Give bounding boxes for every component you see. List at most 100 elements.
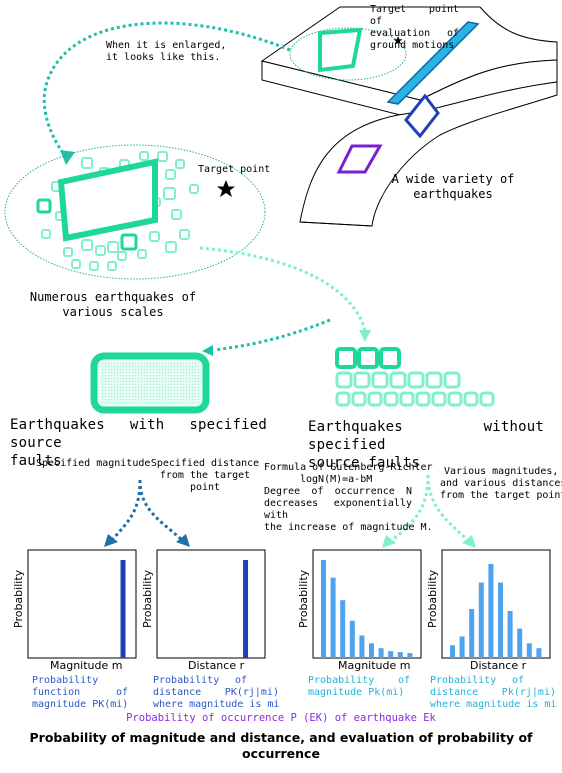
down-arrows <box>110 474 469 542</box>
caption-chart3: Probability of magnitude Pk(mi) <box>308 675 410 699</box>
chart1-xlabel: Magnitude m <box>50 659 123 672</box>
caption-line: Probability of <box>308 675 410 686</box>
caption-line: magnitude Pk(mi) <box>308 687 405 698</box>
fault-green-small <box>318 27 363 73</box>
small-earthquake-square <box>41 229 51 239</box>
small-earthquake-square <box>179 229 190 240</box>
without-faults-line: source faults <box>308 455 421 471</box>
caption-chart1: Probability function of magnitude PK(mi) <box>32 675 128 711</box>
figure-title: Probability of magnitude and distance, a… <box>29 730 533 761</box>
chart-bar <box>526 643 532 658</box>
specified-faults-line: Earthquakes with specified source <box>10 417 267 451</box>
small-earthquake-square <box>120 233 138 251</box>
gutenberg-line: logN(M)=a-bM <box>300 474 373 485</box>
chart-bar <box>378 648 384 658</box>
small-earthquake-square <box>107 261 117 271</box>
caption-line: where magnitude is mi <box>153 699 280 710</box>
numerous-label: Numerous earthquakes of various scales <box>18 290 208 320</box>
specified-magnitude-label: Specified magnitude <box>36 458 151 469</box>
gutenberg-label: Formula of Gutenberg-Richter logN(M)=a-b… <box>264 462 433 534</box>
fault-blue <box>404 93 440 139</box>
various-line: from the target point <box>440 490 562 501</box>
unspecified-earthquake-square <box>351 391 367 407</box>
chart-bar <box>536 648 542 658</box>
chart2-ylabel: Probability <box>141 569 154 628</box>
chart2-frame <box>156 549 266 659</box>
enlarged-ellipse-small <box>289 27 407 81</box>
various-line: and various distances <box>440 478 562 489</box>
small-earthquake-square <box>165 241 177 253</box>
small-earthquakes <box>36 151 199 271</box>
chart-bar <box>517 628 523 658</box>
chart-bar <box>488 563 494 658</box>
caption-line: distance PK(rj|mi) <box>153 687 279 698</box>
chart1-frame <box>27 549 137 659</box>
unspecified-earthquake-square <box>425 371 443 389</box>
arrow-to-without <box>199 246 367 331</box>
chart-bar <box>407 653 413 658</box>
unspecified-earthquake-square <box>463 391 479 407</box>
target-eval-line: evaluation of <box>370 28 459 39</box>
chart-bar <box>120 560 126 658</box>
arrow-to-chart1 <box>110 479 142 542</box>
specified-faults-line: faults <box>10 453 62 469</box>
specified-distance-line: Specified distance <box>150 458 260 469</box>
small-earthquake-square <box>107 241 119 253</box>
unspecified-earthquakes <box>335 347 495 407</box>
small-earthquake-square <box>139 151 149 161</box>
small-earthquake-square <box>95 245 106 256</box>
chart2-xlabel: Distance r <box>188 659 245 672</box>
chart-bar <box>507 610 513 658</box>
chart-bar <box>498 582 503 658</box>
chart4-frame <box>441 549 551 659</box>
small-earthquake-square <box>117 251 127 261</box>
arrow-to-chart2 <box>138 479 184 542</box>
enlarged-line: it looks like this. <box>106 52 221 63</box>
caption-line: Probability <box>32 675 99 686</box>
unspecified-earthquake-square <box>357 347 379 369</box>
arrow-icon <box>176 534 190 547</box>
enlarge-arrow-path <box>42 21 291 157</box>
chart-bar <box>243 560 249 658</box>
caption-chart4: Probability of distance Pk(rj|mi) where … <box>430 675 556 711</box>
arrow-icon <box>382 535 396 548</box>
fault-green-large <box>57 158 158 242</box>
caption-line: where magnitude is mi <box>430 699 557 710</box>
chart-bar <box>330 577 336 658</box>
unspecified-earthquake-square <box>371 371 389 389</box>
specified-distance-line: from the target <box>159 470 251 481</box>
gutenberg-line: Degree of occurrence N <box>264 486 412 497</box>
chart-bar <box>478 582 484 658</box>
wide-variety-line: A wide variety of <box>391 172 515 186</box>
caption-line: magnitude PK(mi) <box>32 699 129 710</box>
target-eval-line: Target point of <box>370 4 459 27</box>
specified-fault-box-texture <box>100 362 200 404</box>
arrow-to-chart4 <box>426 474 469 542</box>
subducting-plate <box>299 81 558 227</box>
small-earthquake-square <box>81 157 93 169</box>
chart-bar <box>340 600 346 658</box>
chart-bar <box>369 643 374 658</box>
caption-chart2: Probability of distance PK(rj|mi) where … <box>153 675 279 711</box>
chart-bar <box>450 645 455 658</box>
unspecified-earthquake-square <box>399 391 415 407</box>
without-faults-line: Earthquakes without specified <box>308 419 544 453</box>
unspecified-earthquake-square <box>447 391 463 407</box>
numerous-line: Numerous earthquakes of <box>29 290 197 304</box>
block-bottom-edge <box>299 221 373 227</box>
chart-bar <box>321 560 326 658</box>
chart-bar <box>459 636 465 658</box>
unspecified-earthquake-square <box>335 347 357 369</box>
star-icon <box>393 36 403 45</box>
specified-distance-label: Specified distance from the target point <box>150 458 260 494</box>
wide-variety-line: earthquakes <box>413 187 493 201</box>
enlarged-line: When it is enlarged, <box>106 40 227 51</box>
chart3-ylabel: Probability <box>297 569 310 628</box>
numerous-line: various scales <box>62 305 164 319</box>
arrow-icon <box>60 150 75 165</box>
various-line: Various magnitudes, <box>444 466 559 477</box>
unspecified-earthquake-square <box>353 371 371 389</box>
chart-bar <box>349 620 355 658</box>
chart-bar <box>388 651 394 658</box>
